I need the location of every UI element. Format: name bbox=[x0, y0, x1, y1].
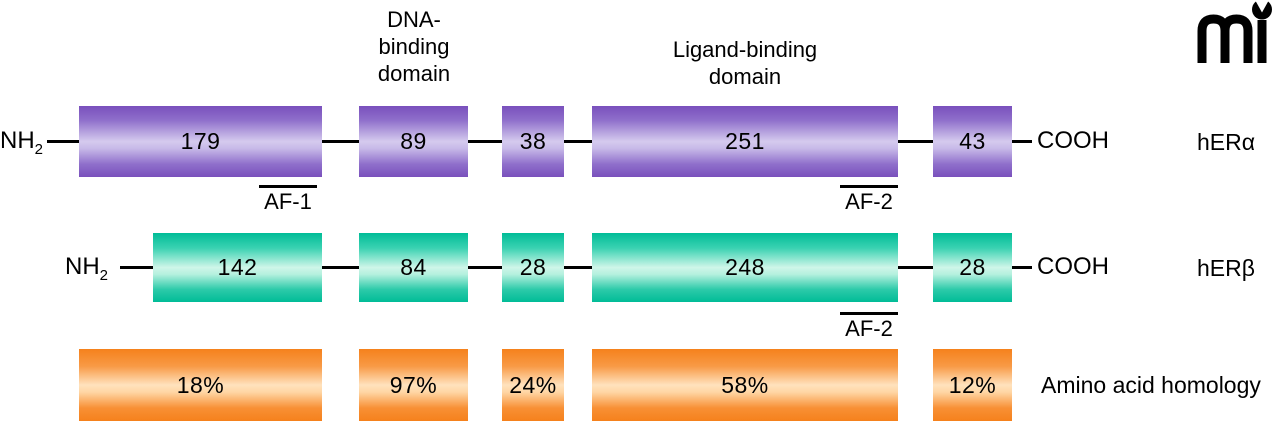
herb-backbone-line bbox=[120, 266, 153, 269]
homology-dbd-percent: 97% bbox=[389, 371, 438, 398]
homology-row-label: Amino acid homology bbox=[1041, 372, 1261, 398]
herb-hinge-domain-box: 28 bbox=[502, 233, 564, 302]
homology-hinge-percent: 24% bbox=[509, 371, 557, 398]
hera-hinge-domain-length: 38 bbox=[519, 128, 547, 154]
hera-af2-marker: AF-2 bbox=[840, 185, 898, 215]
hera-n-terminus-label: NH2 bbox=[0, 127, 43, 158]
homology-ligand-binding-domain-box: 58% bbox=[592, 349, 898, 421]
homology-ab-domain-box: 18% bbox=[79, 349, 322, 421]
herb-f-domain-length: 28 bbox=[959, 254, 986, 280]
herb-ab-domain-length: 142 bbox=[217, 254, 258, 280]
homology-ab-percent: 18% bbox=[176, 371, 225, 398]
herb-backbone-line bbox=[898, 266, 933, 269]
mi-logo bbox=[1197, 0, 1272, 63]
herb-n-terminus-label: NH2 bbox=[65, 253, 108, 284]
homology-f-domain-box: 12% bbox=[933, 349, 1012, 421]
hera-backbone-line bbox=[322, 140, 359, 143]
ligand-binding-domain-label-line1: Ligand-binding bbox=[672, 37, 818, 62]
dna-binding-domain-label-line3: domain bbox=[377, 61, 451, 86]
hera-dna-binding-domain-length: 89 bbox=[400, 128, 427, 154]
hera-nh-text: NH bbox=[0, 127, 35, 154]
hera-ab-domain-length: 179 bbox=[180, 128, 221, 154]
hera-ligand-binding-domain-length: 251 bbox=[725, 128, 765, 154]
dna-binding-domain-label-line2: binding bbox=[378, 34, 450, 59]
ligand-binding-domain-label-line2: domain bbox=[708, 64, 782, 89]
hera-f-domain-length: 43 bbox=[959, 128, 986, 154]
herb-row-name: hERβ bbox=[1197, 255, 1255, 281]
herb-hinge-domain-length: 28 bbox=[519, 254, 547, 280]
mi-logo-i-dot-notch bbox=[1255, 0, 1269, 13]
hera-hinge-domain-box: 38 bbox=[502, 106, 564, 177]
homology-lbd-percent: 58% bbox=[721, 371, 769, 398]
herb-ab-domain-box: 142 bbox=[153, 233, 322, 302]
herb-c-terminus-label: COOH bbox=[1037, 253, 1109, 280]
hera-dna-binding-domain-box: 89 bbox=[359, 106, 468, 177]
mi-logo-m-glyph bbox=[1197, 14, 1253, 63]
herb-nh-text: NH bbox=[65, 253, 100, 280]
herb-dna-binding-domain-length: 84 bbox=[400, 254, 427, 280]
herb-ligand-binding-domain-box: 248 bbox=[592, 233, 898, 302]
herb-backbone-line bbox=[564, 266, 592, 269]
herb-nh-subscript: 2 bbox=[99, 266, 109, 284]
hera-row-name: hERα bbox=[1197, 129, 1256, 155]
hera-backbone-line bbox=[468, 140, 502, 143]
hera-ab-domain-box: 179 bbox=[79, 106, 322, 177]
ligand-binding-domain-label: Ligand-binding domain bbox=[645, 36, 845, 90]
hera-c-terminus-label: COOH bbox=[1037, 127, 1109, 154]
herb-backbone-line bbox=[322, 266, 359, 269]
homology-hinge-domain-box: 24% bbox=[502, 349, 564, 421]
hera-backbone-line bbox=[898, 140, 933, 143]
dna-binding-domain-label-line1: DNA- bbox=[387, 7, 441, 32]
herb-ligand-binding-domain-length: 248 bbox=[725, 254, 765, 280]
homology-f-percent: 12% bbox=[948, 371, 997, 398]
herb-dna-binding-domain-box: 84 bbox=[359, 233, 468, 302]
dna-binding-domain-label: DNA- binding domain bbox=[354, 6, 474, 87]
hera-f-domain-box: 43 bbox=[933, 106, 1012, 177]
hera-backbone-line bbox=[564, 140, 592, 143]
herb-f-domain-box: 28 bbox=[933, 233, 1012, 302]
hera-af1-marker: AF-1 bbox=[259, 185, 317, 215]
hera-backbone-line bbox=[47, 140, 79, 143]
homology-dna-binding-domain-box: 97% bbox=[359, 349, 468, 421]
herb-backbone-line bbox=[468, 266, 502, 269]
hera-nh-subscript: 2 bbox=[34, 140, 44, 158]
herb-backbone-line bbox=[1012, 266, 1032, 269]
herb-af2-marker: AF-2 bbox=[840, 312, 898, 342]
hera-backbone-line bbox=[1012, 140, 1032, 143]
hera-ligand-binding-domain-box: 251 bbox=[592, 106, 898, 177]
